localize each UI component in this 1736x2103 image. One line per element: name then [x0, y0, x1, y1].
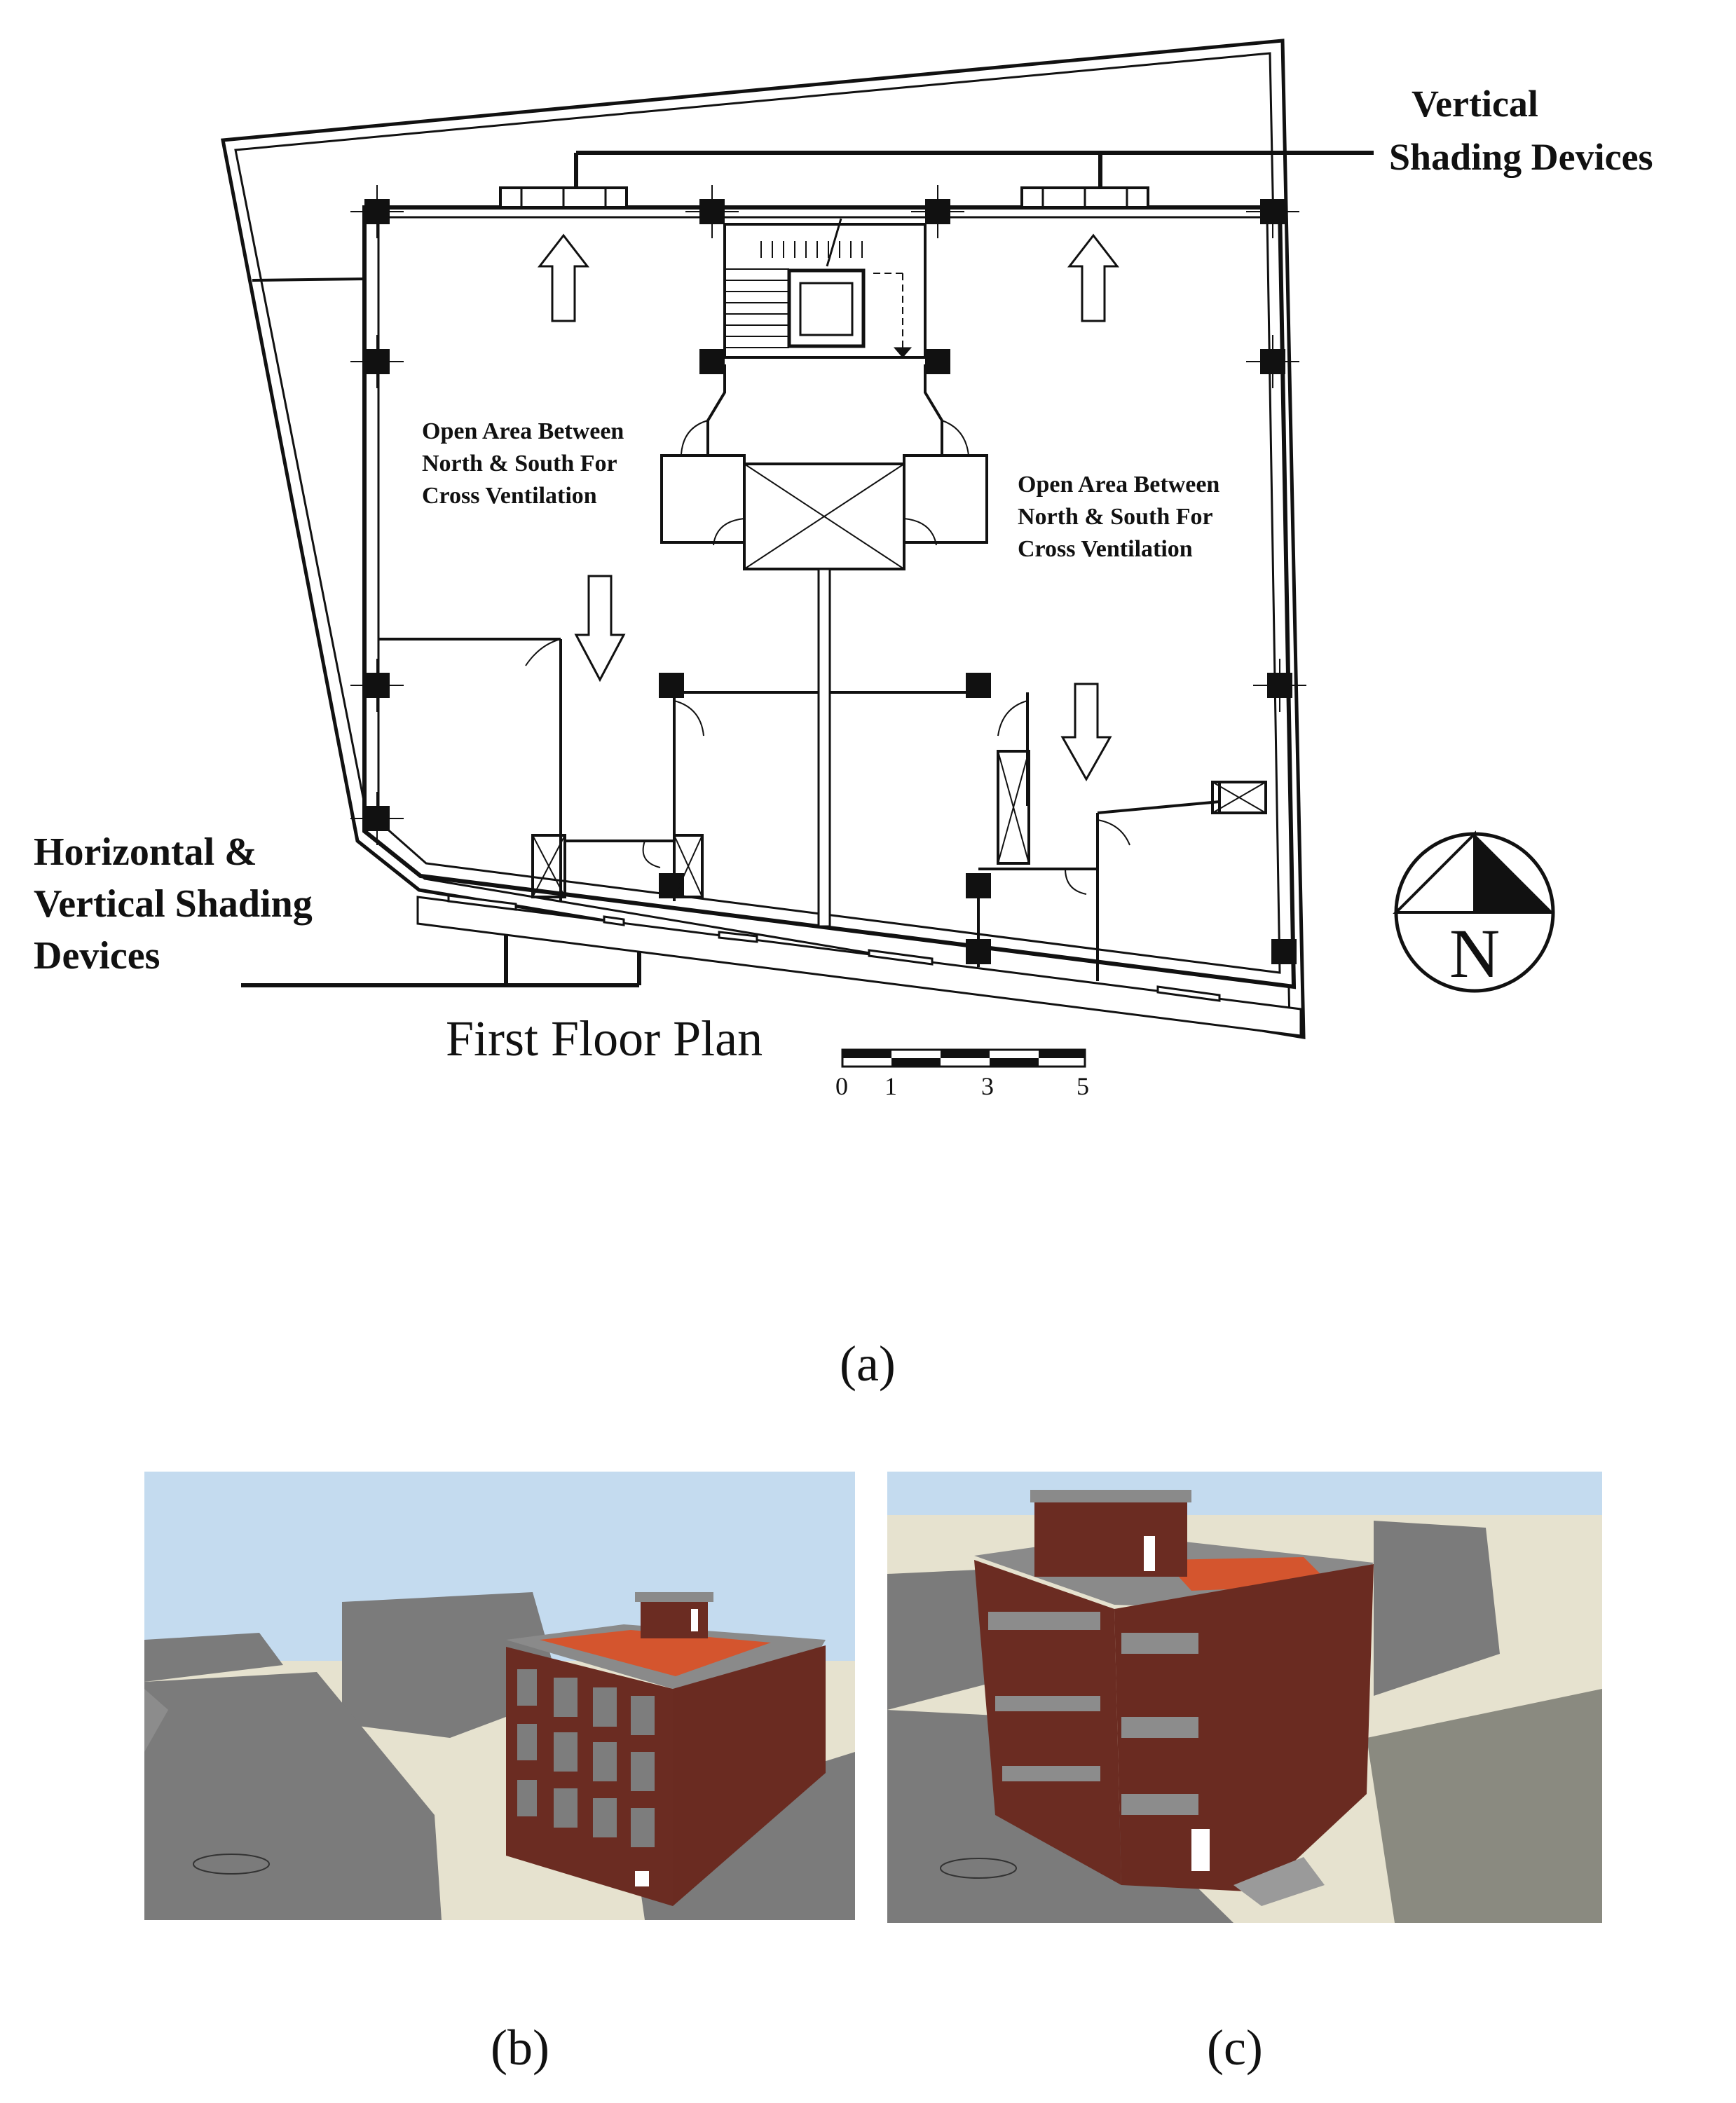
plan-title: First Floor Plan	[446, 1011, 763, 1067]
shading-louvers	[988, 1612, 1198, 1815]
scale-tick-label: 0	[835, 1072, 848, 1100]
column	[659, 673, 684, 698]
north-compass-icon: N	[1393, 830, 1555, 993]
scale-tick-label: 3	[981, 1072, 994, 1100]
floor-plan: Vertical Shading Devices Open Area Betwe…	[34, 39, 1653, 1100]
column	[966, 673, 991, 698]
column	[1271, 939, 1297, 964]
north-letter: N	[1449, 915, 1500, 992]
neighbor-building	[1367, 1689, 1602, 1923]
arrow-up-icon	[537, 233, 590, 322]
site-link	[252, 278, 365, 282]
building-facade-south	[673, 1645, 826, 1906]
arrow-up-icon	[1067, 233, 1120, 322]
vertical-shading-label: Vertical Shading Devices	[1389, 83, 1653, 178]
ventilation-arrows	[537, 233, 1120, 782]
neighbor-building	[144, 1689, 168, 1752]
neighbor-building	[887, 1570, 995, 1710]
building-facade-west	[974, 1560, 1121, 1885]
building-roof-terrace	[540, 1630, 771, 1676]
caption-c: (c)	[1207, 2020, 1263, 2076]
column	[659, 873, 684, 898]
building-outline-inner	[377, 216, 1281, 974]
neighbor-building	[144, 1672, 442, 1920]
open-area-left-label: Open Area Between North & South For Cros…	[422, 418, 630, 509]
rooms-south-west	[378, 638, 819, 901]
scale-tick-label: 5	[1077, 1072, 1089, 1100]
duct-box	[673, 834, 704, 898]
elevator-shaft	[787, 268, 866, 348]
render-c	[887, 1472, 1602, 1923]
south-windows	[447, 894, 1221, 1002]
scale-bar: 0 1 3 5	[835, 1048, 1089, 1100]
neighbor-building	[1374, 1521, 1500, 1696]
sky	[887, 1472, 1602, 1515]
window-openings	[517, 1669, 655, 1847]
ground-marker	[193, 1854, 270, 1875]
rooms-south-east	[830, 691, 1267, 981]
lobby	[660, 364, 988, 928]
column	[925, 349, 950, 374]
stair-core	[723, 218, 927, 359]
render-b	[144, 1472, 855, 1920]
horiz-vert-shading-leader	[241, 935, 641, 987]
caption-b: (b)	[491, 2020, 549, 2076]
arrow-down-icon	[574, 575, 626, 683]
arrow-down-icon	[1060, 683, 1112, 782]
neighbor-building	[144, 1633, 283, 1682]
caption-a: (a)	[840, 1336, 896, 1392]
duct-box	[997, 750, 1030, 865]
site-boundary-inner	[234, 52, 1291, 1025]
column	[699, 349, 725, 374]
open-area-right-label: Open Area Between North & South For Cros…	[1018, 472, 1226, 562]
scale-tick-label: 1	[884, 1072, 897, 1100]
south-shading-strip	[416, 896, 1302, 1037]
rooftop-stair-box	[1034, 1500, 1187, 1577]
column-grid-marks	[350, 185, 1306, 845]
duct-box	[531, 834, 566, 898]
ground-marker	[940, 1858, 1017, 1879]
duct-box	[1211, 781, 1267, 814]
horiz-vert-shading-label: Horizontal & Vertical Shading Devices	[34, 830, 322, 978]
